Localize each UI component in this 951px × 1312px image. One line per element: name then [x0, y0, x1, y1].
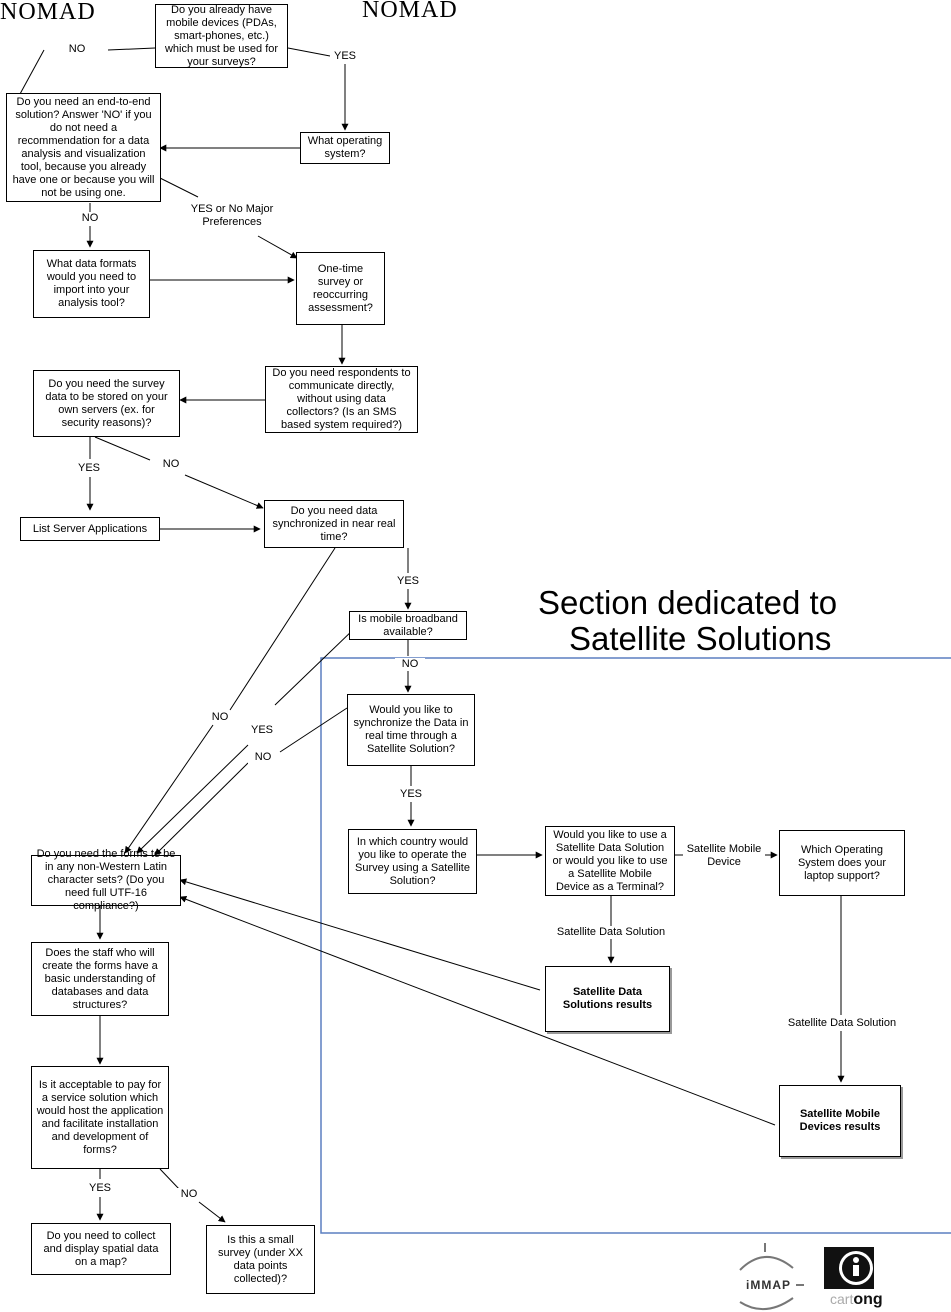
small-survey-question: Is this a small survey (under XX data po…	[206, 1225, 315, 1294]
immap-logo-marks	[739, 1243, 804, 1310]
edge-label-no: NO	[156, 458, 186, 471]
satellite-mobile-results: Satellite Mobile Devices results	[779, 1085, 901, 1157]
edge-label-satellite-data-solution: Satellite Data Solution	[546, 926, 676, 939]
immap-logo-text: iMMAP	[746, 1278, 791, 1292]
data-formats-question: What data formats would you need to impo…	[33, 250, 150, 318]
own-servers-question: Do you need the survey data to be stored…	[33, 370, 180, 437]
respondents-question: Do you need respondents to communicate d…	[265, 366, 418, 433]
cartong-logo-text: cartong	[830, 1291, 883, 1308]
edge-label-yes: YES	[85, 1182, 115, 1195]
synchronized-question: Do you need data synchronized in near re…	[264, 500, 404, 548]
pay-service-question: Is it acceptable to pay for a service so…	[31, 1066, 169, 1169]
edge-label-no: NO	[62, 43, 92, 56]
satellite-section-border	[320, 657, 951, 1234]
edge-label-no: NO	[248, 751, 278, 764]
operating-system-question: What operating system?	[300, 132, 390, 164]
laptop-os-question: Which Operating System does your laptop …	[779, 830, 905, 896]
broadband-question: Is mobile broadband available?	[349, 611, 467, 640]
spatial-question: Do you need to collect and display spati…	[31, 1223, 171, 1275]
edge-label-yes: YES	[247, 724, 277, 737]
brand-logo-right: NOMAD	[362, 0, 458, 23]
section-title-line2: Satellite Solutions	[569, 620, 832, 657]
edge-label-no: NO	[205, 711, 235, 724]
edge-label-no: NO	[174, 1188, 204, 1201]
staff-question: Does the staff who will create the forms…	[31, 942, 169, 1016]
forms-charset-question: Do you need the forms to be in any non-W…	[31, 848, 181, 912]
cartong-suffix: ong	[853, 1291, 883, 1308]
one-time-question: One-time survey or reoccurring assessmen…	[296, 252, 385, 325]
section-title-line1: Section dedicated to	[538, 584, 838, 621]
mobile-devices-question: Do you already have mobile devices (PDAs…	[155, 4, 288, 68]
edge-label-yes: YES	[330, 50, 360, 63]
edge-label-no: NO	[395, 658, 425, 671]
edge-label-yes-no-preference: YES or No Major Preferences	[180, 203, 284, 229]
edge-label-satellite-data-solution: Satellite Data Solution	[779, 1017, 905, 1030]
edge-label-satellite-mobile-device: Satellite Mobile Device	[684, 843, 764, 869]
data-or-device-question: Would you like to use a Satellite Data S…	[545, 826, 675, 896]
edge-label-yes: YES	[393, 575, 423, 588]
satellite-data-results: Satellite Data Solutions results	[545, 966, 670, 1032]
end-to-end-question: Do you need an end-to-end solution? Answ…	[6, 93, 161, 202]
sync-satellite-question: Would you like to synchronize the Data i…	[347, 694, 475, 766]
brand-logo-left: NOMAD	[0, 0, 96, 25]
edge-label-yes: YES	[74, 462, 104, 475]
cartong-prefix: cart	[830, 1291, 854, 1307]
edge-label-no: NO	[75, 212, 105, 225]
country-question: In which country would you like to opera…	[348, 829, 477, 894]
list-server-applications: List Server Applications	[20, 517, 160, 541]
edge-label-yes: YES	[396, 788, 426, 801]
